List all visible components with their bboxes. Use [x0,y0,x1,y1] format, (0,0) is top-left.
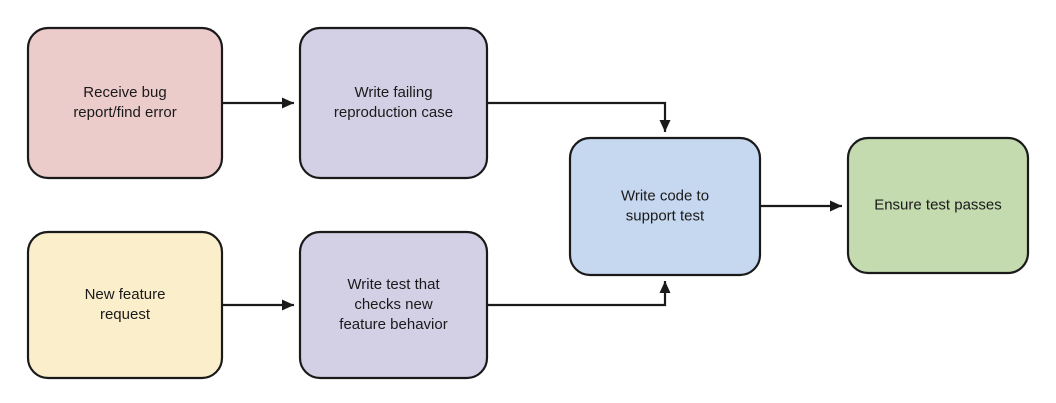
node-ensure-test-passes[interactable]: Ensure test passes [846,136,1030,275]
node-label-line: Receive bug [83,84,166,101]
node-label-line: reproduction case [334,104,453,121]
node-label: Ensure test passes [874,196,1002,213]
arrowhead-icon [659,120,671,132]
node-label-line: checks new [354,296,433,313]
edge-bug-to-repro [222,97,294,109]
node-label-line: Write code to [621,187,709,204]
node-write-test-checks-new-feature[interactable]: Write test that checks new feature behavio… [298,230,489,380]
node-label: Write failing reproduction case [334,84,453,121]
node-label: Write code to support test [621,187,709,224]
edge-test-to-code [487,281,671,307]
node-new-feature-request[interactable]: New feature request [26,230,224,380]
node-shape[interactable] [298,26,489,180]
node-shape[interactable] [846,136,1030,275]
node-shape[interactable] [26,230,224,380]
node-label-line: New feature [85,286,166,303]
node-label-line: report/find error [73,104,176,121]
node-label-line: support test [626,207,705,224]
node-write-code-to-support-test[interactable]: Write code to support test [568,136,762,277]
edge-line [487,101,667,132]
node-label: New feature request [85,286,166,323]
nodes-layer: Receive bug report/find error Write failin… [26,26,1030,380]
node-label-line: Ensure test passes [874,196,1002,213]
arrowhead-icon [282,299,294,311]
arrowhead-icon [830,200,842,212]
node-label-line: request [100,306,151,323]
node-shape[interactable] [26,26,224,180]
node-write-failing-reproduction-case[interactable]: Write failing reproduction case [298,26,489,180]
node-label: Receive bug report/find error [73,84,176,121]
edge-line [487,281,667,307]
node-shape[interactable] [568,136,762,277]
edge-feature-to-test [222,299,294,311]
node-label-line: Write test that [347,276,440,293]
edge-repro-to-code [487,101,671,132]
node-label: Write test that checks new feature behavio… [339,276,447,333]
node-receive-bug-report[interactable]: Receive bug report/find error [26,26,224,180]
node-shape[interactable] [298,230,489,380]
edges-layer [222,97,842,311]
arrowhead-icon [659,281,671,293]
node-label-line: Write failing [354,84,432,101]
node-label-line: feature behavior [339,316,447,333]
edge-code-to-ensure [760,200,842,212]
arrowhead-icon [282,97,294,109]
